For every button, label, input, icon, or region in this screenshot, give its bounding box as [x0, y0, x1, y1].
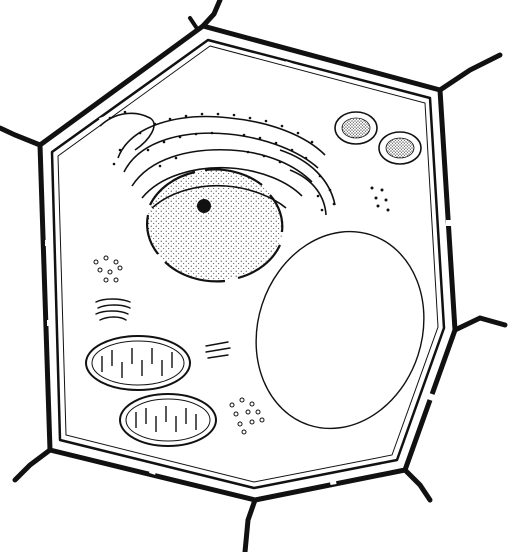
mitochondrion: [85, 335, 191, 391]
nuclear-envelope: [145, 168, 284, 283]
mitochondrion: [119, 393, 217, 447]
nucleoplasm: [147, 170, 283, 280]
ribosomes: [370, 186, 390, 212]
chloroplast: [334, 111, 378, 145]
er-ribosomes: [108, 110, 336, 212]
cell-wall: [37, 23, 458, 503]
ribosomes: [93, 255, 123, 283]
plasma-membrane: [57, 45, 439, 483]
ribosomes: [229, 397, 265, 435]
nucleus: [145, 168, 284, 283]
rough-endoplasmic-reticulum: [99, 112, 336, 216]
golgi-apparatus: [95, 298, 131, 321]
golgi-apparatus: [205, 341, 231, 359]
chloroplast: [378, 131, 422, 165]
vacuole: [255, 230, 425, 430]
nucleolus: [197, 199, 211, 213]
